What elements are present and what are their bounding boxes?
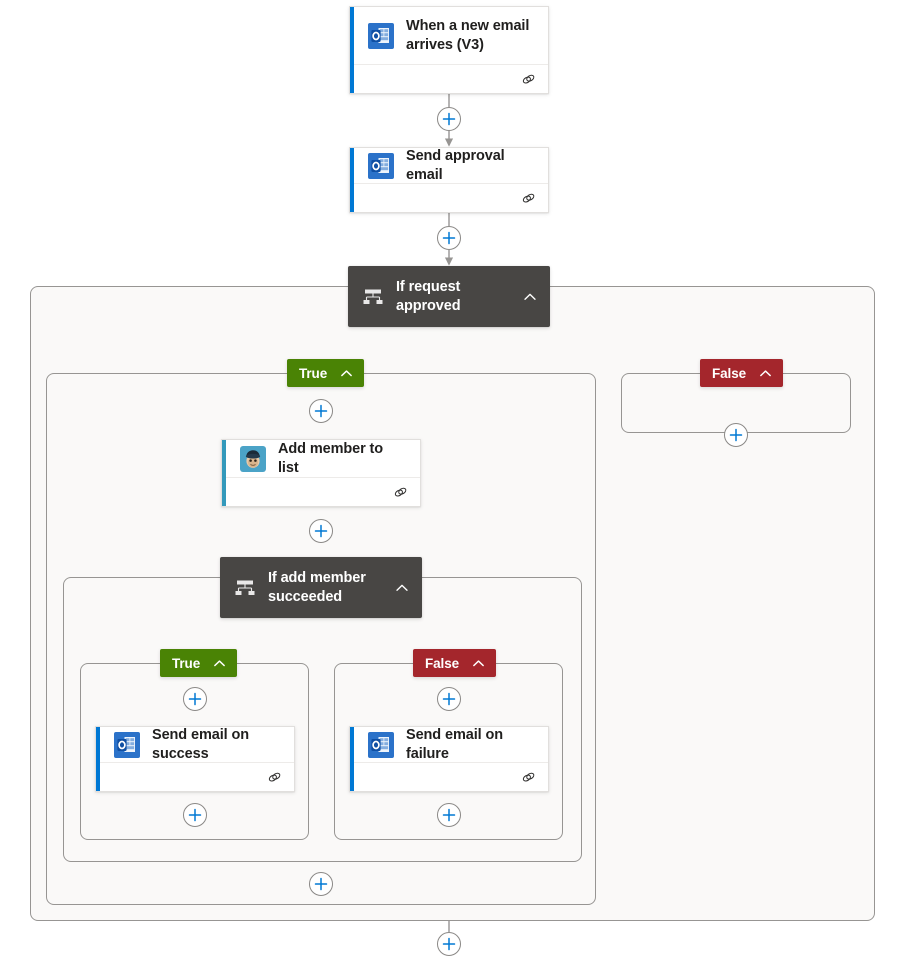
chevron-up-icon[interactable] <box>212 656 227 671</box>
insert-step-button-inner-true-branch[interactable] <box>183 687 207 711</box>
outlook-icon <box>368 22 394 49</box>
chevron-up-icon[interactable] <box>394 580 410 596</box>
card-title: Send approval email <box>406 147 505 183</box>
card-header[interactable]: Send approval email <box>350 148 548 183</box>
outlook-icon <box>368 731 394 758</box>
card-accent-bar <box>350 148 354 212</box>
insert-step-button-after-add-member-to-list[interactable] <box>309 519 333 543</box>
insert-step-button-end-of-flow[interactable] <box>437 932 461 956</box>
insert-step-button-inner-false-branch[interactable] <box>437 687 461 711</box>
link-icon[interactable] <box>393 485 408 500</box>
insert-step-button-after-trigger[interactable] <box>437 107 461 131</box>
branch-label-text: True <box>299 365 328 381</box>
branch-label-text: False <box>712 365 747 381</box>
card-header[interactable]: When a new email arrives (V3) <box>350 7 548 64</box>
mailchimp-icon <box>240 445 266 472</box>
insert-step-button-end-of-true-scope[interactable] <box>309 872 333 896</box>
link-icon[interactable] <box>521 191 536 206</box>
chevron-up-icon[interactable] <box>758 366 773 381</box>
card-title: When a new email arrives (V3) <box>406 17 530 53</box>
card-accent-bar <box>222 440 226 506</box>
action-card-send-approval-email[interactable]: Send approval email <box>349 147 549 213</box>
branch-label-inner-false[interactable]: False <box>413 649 497 677</box>
link-icon[interactable] <box>267 770 282 785</box>
link-icon[interactable] <box>521 72 536 87</box>
branch-label-text: True <box>172 655 201 671</box>
branch-label-inner-true[interactable]: True <box>160 649 238 677</box>
condition-icon <box>363 289 383 304</box>
card-header[interactable]: Send email on failure <box>350 727 548 762</box>
condition-node-if-add-member-succeeded[interactable]: If add member succeeded <box>220 557 422 618</box>
card-header[interactable]: Send email on success <box>96 727 294 762</box>
card-accent-bar <box>96 727 100 791</box>
action-card-send-email-on-success[interactable]: Send email on success <box>95 726 295 792</box>
condition-title: If add member succeeded <box>268 569 366 605</box>
chevron-up-icon[interactable] <box>522 289 538 305</box>
condition-title: If request approved <box>396 278 461 314</box>
insert-step-button-outer-false-branch[interactable] <box>724 423 748 447</box>
branch-label-text: False <box>425 655 460 671</box>
action-card-add-member-to-list[interactable]: Add member to list <box>221 439 421 507</box>
card-footer <box>226 477 420 506</box>
card-title: Send email on failure <box>406 726 503 762</box>
action-card-send-email-on-failure[interactable]: Send email on failure <box>349 726 549 792</box>
card-title: Add member to list <box>278 440 384 476</box>
insert-step-button-after-send-email-on-failure[interactable] <box>437 803 461 827</box>
outlook-icon <box>114 731 140 758</box>
card-accent-bar <box>350 727 354 791</box>
chevron-up-icon[interactable] <box>471 656 486 671</box>
insert-step-button-outer-true-branch[interactable] <box>309 399 333 423</box>
card-footer <box>100 762 294 791</box>
condition-icon <box>235 580 255 595</box>
card-footer <box>354 762 548 791</box>
insert-step-button-after-send-email-on-success[interactable] <box>183 803 207 827</box>
card-accent-bar <box>350 7 354 93</box>
action-card-when-a-new-email-arrives[interactable]: When a new email arrives (V3) <box>349 6 549 94</box>
insert-step-button-after-send-approval-email[interactable] <box>437 226 461 250</box>
link-icon[interactable] <box>521 770 536 785</box>
branch-label-outer-false[interactable]: False <box>700 359 784 387</box>
condition-node-if-request-approved[interactable]: If request approved <box>348 266 550 327</box>
card-title: Send email on success <box>152 726 249 762</box>
card-footer <box>354 64 548 93</box>
card-header[interactable]: Add member to list <box>222 440 420 477</box>
chevron-up-icon[interactable] <box>339 366 354 381</box>
branch-label-outer-true[interactable]: True <box>287 359 365 387</box>
outlook-icon <box>368 152 394 179</box>
card-footer <box>354 183 548 212</box>
